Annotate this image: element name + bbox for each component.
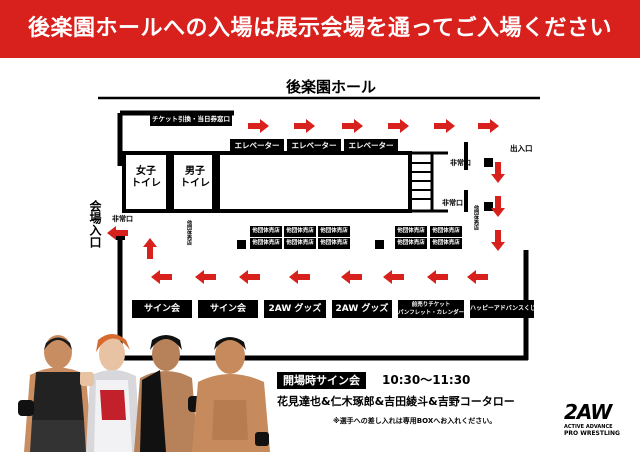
- route-arrow: [239, 270, 260, 284]
- wrestler-1: [18, 335, 92, 452]
- route-arrow: [467, 270, 488, 284]
- other-booth: 他団体売店: [430, 238, 462, 249]
- logo: 2AW ACTIVE ADVANCE PRO WRESTLING: [560, 400, 632, 440]
- sign-booth-2: サイン会: [198, 300, 258, 318]
- route-arrow: [143, 238, 157, 259]
- tickets-booth: 前売りチケット パンフレット・カレンダー: [398, 300, 464, 318]
- route-arrow: [289, 270, 310, 284]
- other-booth: 他団体売店: [395, 238, 427, 249]
- emergency-exit-bottom-right: 非常口: [442, 199, 463, 207]
- banner-title: 後楽園ホールへの入場は展示会場を通ってご入場ください: [28, 16, 612, 41]
- route-arrow: [491, 162, 505, 183]
- other-booth: 他団体売店: [250, 238, 282, 249]
- route-arrow: [195, 270, 216, 284]
- logo-sub2: PRO WRESTLING: [564, 430, 620, 437]
- logo-main: 2AW: [564, 400, 612, 424]
- route-arrow: [383, 270, 404, 284]
- ticket-window-label: チケット引換・当日券窓口: [150, 113, 232, 126]
- route-arrow: [388, 119, 409, 133]
- logo-sub1: ACTIVE ADVANCE: [564, 424, 613, 430]
- wrestler-2: [80, 334, 140, 452]
- other-booth-vertical-left: 他団体売店: [186, 220, 192, 245]
- lottery-booth: ハッピーアドバンスくじ: [470, 300, 534, 318]
- route-arrow: [478, 119, 499, 133]
- route-arrow: [107, 226, 128, 240]
- other-booth: 他団体売店: [395, 226, 427, 237]
- other-booth: 他団体売店: [284, 238, 316, 249]
- tickets-booth-line2: パンフレット・カレンダー: [398, 310, 464, 316]
- route-arrow: [491, 230, 505, 251]
- other-booth: 他団体売店: [318, 226, 350, 237]
- route-arrow: [427, 270, 448, 284]
- route-arrows: [107, 119, 505, 284]
- other-booth: 他団体売店: [284, 226, 316, 237]
- route-arrow: [434, 119, 455, 133]
- route-arrow: [491, 196, 505, 217]
- wrestler-3: [134, 335, 204, 452]
- other-booth: 他団体売店: [430, 226, 462, 237]
- sign-booth-1: サイン会: [132, 300, 192, 318]
- emergency-exit-left: 非常口: [112, 215, 133, 223]
- elevator-1: エレベーター: [230, 139, 284, 153]
- venue-entrance-label: 会場入口: [88, 200, 102, 248]
- route-arrow: [341, 270, 362, 284]
- womens-toilet: 女子 トイレ: [131, 166, 161, 189]
- elevator-2: エレベーター: [287, 139, 341, 153]
- route-arrow: [151, 270, 172, 284]
- signing-note: ※選手への差し入れは専用BOXへお入れください。: [333, 417, 497, 425]
- route-arrow: [294, 119, 315, 133]
- emergency-exit-top-right: 非常口: [450, 159, 471, 167]
- route-arrow: [248, 119, 269, 133]
- top-banner: 後楽園ホールへの入場は展示会場を通ってご入場ください: [0, 0, 640, 58]
- other-booth: 他団体売店: [250, 226, 282, 237]
- hall-label: 後楽園ホール: [286, 78, 377, 96]
- signing-label: 開場時サイン会: [277, 372, 366, 389]
- tickets-booth-line1: 前売りチケット: [411, 302, 451, 308]
- mens-toilet: 男子 トイレ: [180, 166, 210, 189]
- route-arrow: [342, 119, 363, 133]
- goods-booth-1: 2AW グッズ: [264, 300, 326, 318]
- elevator-3: エレベーター: [344, 139, 398, 153]
- signing-names: 花見達也&仁木琢郎&吉田綾斗&吉野コータロー: [277, 395, 515, 408]
- signing-time: 10:30〜11:30: [382, 373, 471, 387]
- entrance-label: 出入口: [510, 144, 533, 153]
- other-booth: 他団体売店: [318, 238, 350, 249]
- goods-booth-2: 2AW グッズ: [332, 300, 392, 318]
- wrestler-4: [192, 337, 270, 452]
- other-booth-vertical-right: 他団体売店: [473, 205, 479, 230]
